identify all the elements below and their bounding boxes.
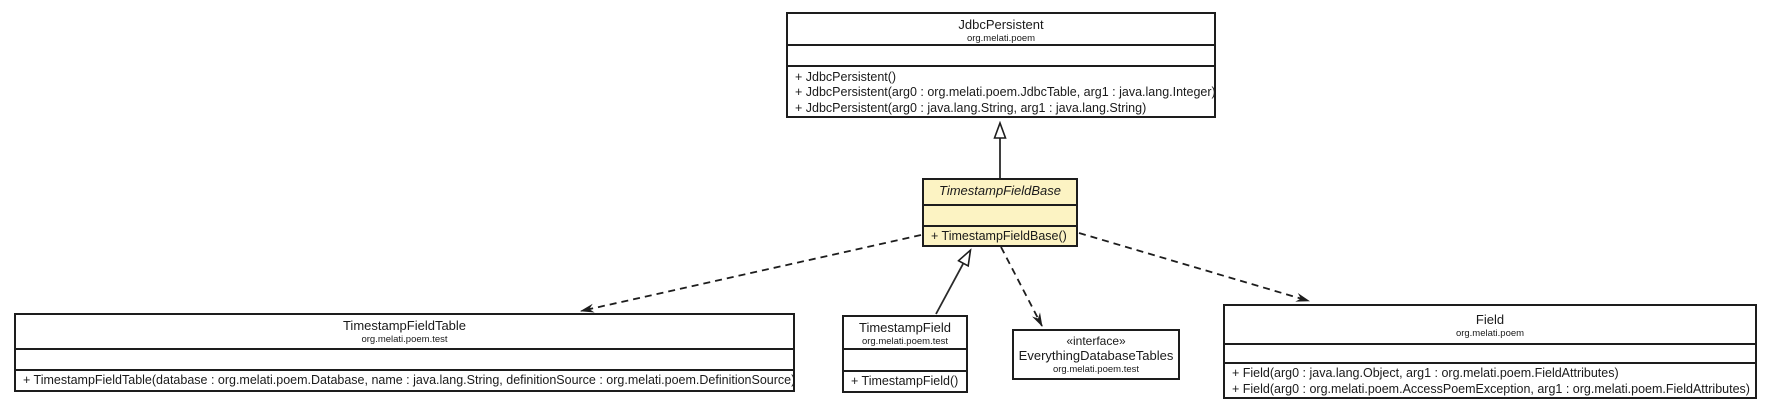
class-box-timestampfieldtable[interactable]: TimestampFieldTable org.melati.poem.test…: [14, 313, 795, 392]
attributes-compartment: [788, 44, 1214, 65]
interface-box-everythingdatabasetables[interactable]: «interface» EverythingDatabaseTables org…: [1012, 329, 1180, 380]
methods-compartment: + TimestampFieldBase(): [924, 225, 1076, 245]
attributes-compartment: [844, 348, 966, 370]
method: + JdbcPersistent(arg0 : org.melati.poem.…: [795, 85, 1216, 99]
edge-generalization-timestampfield-to-timestampfieldbase: [935, 251, 970, 315]
class-box-timestampfield[interactable]: TimestampField org.melati.poem.test + Ti…: [842, 315, 968, 393]
edge-dependency-timestampfieldbase-to-everythingdatabasetables: [1000, 246, 1043, 327]
class-header: JdbcPersistent org.melati.poem: [788, 14, 1214, 44]
class-name: TimestampField: [859, 320, 951, 335]
method: + Field(arg0 : org.melati.poem.AccessPoe…: [1232, 381, 1750, 396]
class-package: org.melati.poem: [966, 33, 1036, 44]
class-name: Field: [1475, 312, 1505, 327]
class-name: JdbcPersistent: [958, 17, 1044, 32]
class-package: org.melati.poem.test: [361, 334, 448, 345]
edge-dependency-timestampfieldbase-to-timestampfieldtable: [580, 234, 922, 313]
method: + JdbcPersistent(arg0 : java.lang.String…: [795, 100, 1147, 115]
class-header: TimestampFieldTable org.melati.poem.test: [16, 315, 793, 348]
class-package: org.melati.poem.test: [861, 336, 949, 347]
class-box-jdbcpersistent[interactable]: JdbcPersistent org.melati.poem + JdbcPer…: [786, 12, 1216, 118]
interface-stereotype: «interface»: [1066, 334, 1126, 348]
class-header: TimestampField org.melati.poem.test: [844, 317, 966, 348]
class-header: Field org.melati.poem: [1225, 306, 1755, 343]
attributes-compartment: [1225, 343, 1755, 362]
attributes-compartment: [16, 348, 793, 369]
method: + TimestampFieldBase(): [931, 229, 1067, 243]
method: + Field(arg0 : java.lang.Object, arg1 : …: [1232, 366, 1619, 380]
class-package: org.melati.poem.test: [1052, 364, 1140, 375]
method: + TimestampFieldTable(database : org.mel…: [23, 373, 796, 387]
class-box-timestampfieldbase[interactable]: TimestampFieldBase + TimestampFieldBase(…: [922, 178, 1078, 247]
methods-compartment: + TimestampField(): [844, 370, 966, 391]
method: + TimestampField(): [851, 374, 959, 388]
methods-compartment: + JdbcPersistent() + JdbcPersistent(arg0…: [788, 64, 1216, 117]
class-header: TimestampFieldBase: [924, 180, 1076, 204]
class-name: EverythingDatabaseTables: [1018, 348, 1174, 363]
attributes-compartment: [924, 204, 1076, 225]
class-package: org.melati.poem: [1455, 328, 1525, 339]
class-name: TimestampFieldTable: [342, 318, 467, 333]
class-box-field[interactable]: Field org.melati.poem + Field(arg0 : jav…: [1223, 304, 1757, 399]
methods-compartment: + TimestampFieldTable(database : org.mel…: [16, 369, 796, 390]
method: + JdbcPersistent(): [795, 69, 897, 84]
edge-dependency-timestampfieldbase-to-field: [1078, 232, 1310, 302]
methods-compartment: + Field(arg0 : java.lang.Object, arg1 : …: [1225, 362, 1755, 397]
class-name: TimestampFieldBase: [939, 183, 1061, 198]
